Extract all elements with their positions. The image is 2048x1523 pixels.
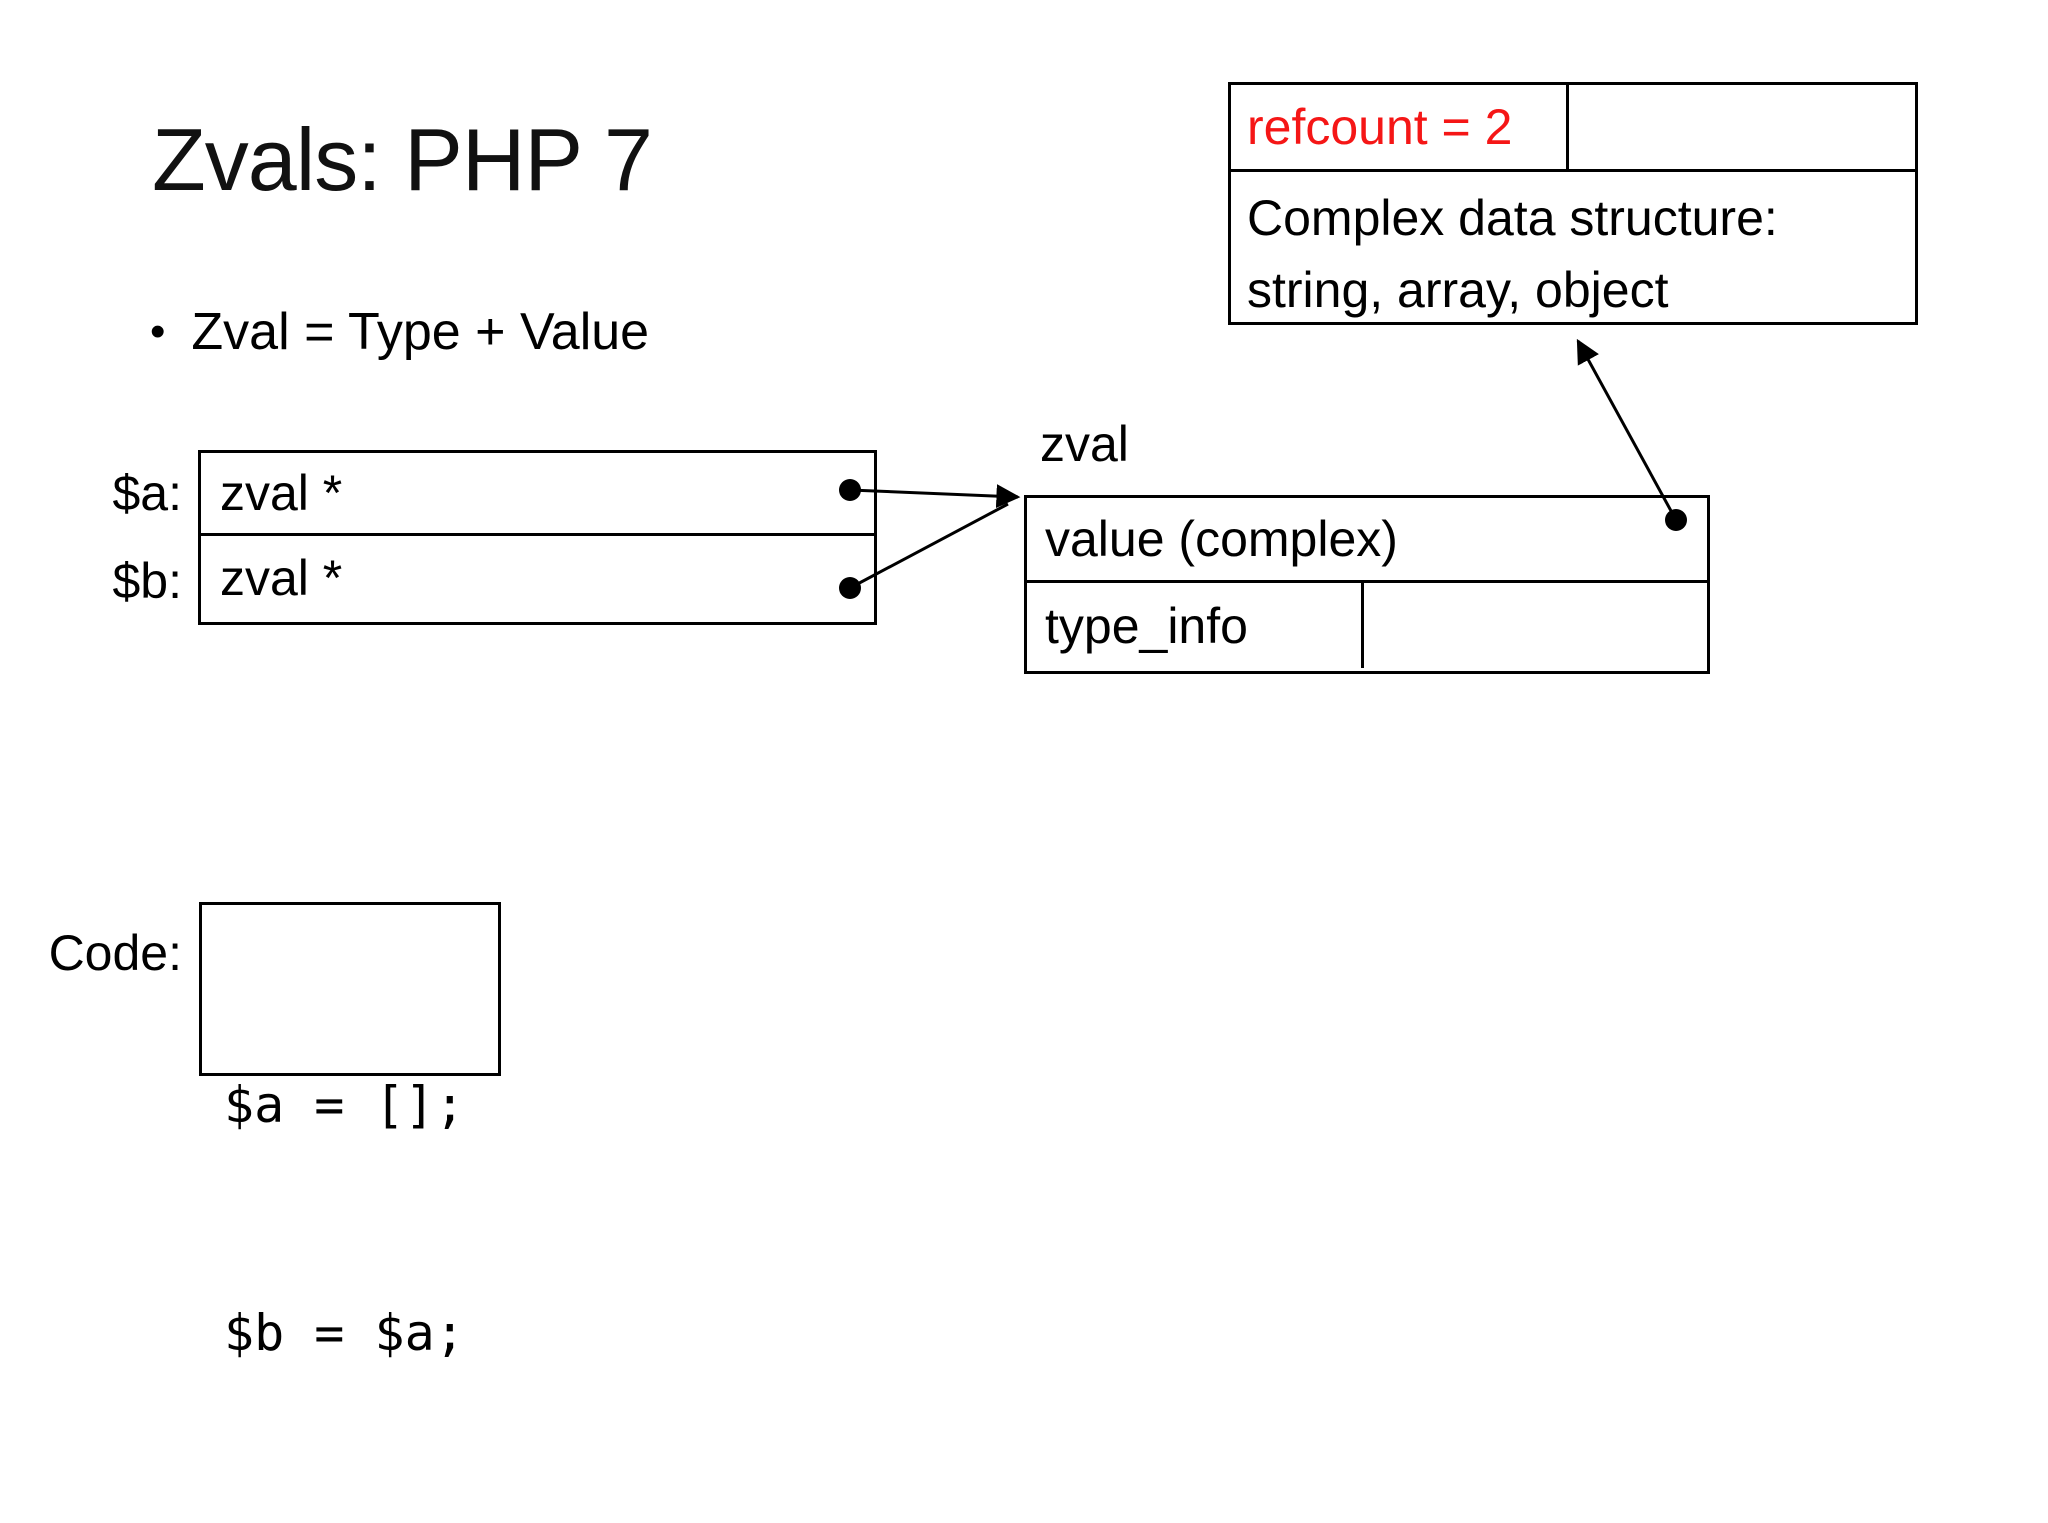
code-line-2: $b = $a; bbox=[224, 1304, 465, 1362]
arrow-value-to-refcount bbox=[1576, 338, 1678, 521]
bullet-item: • Zval = Type + Value bbox=[150, 300, 649, 364]
zval-type-info-label: type_info bbox=[1045, 597, 1248, 654]
description-line-1: Complex data structure: bbox=[1247, 190, 1778, 246]
zval-type-row: type_info bbox=[1027, 583, 1707, 668]
code-box: $a = []; $b = $a; bbox=[199, 902, 501, 1362]
table-row-b: zval * bbox=[201, 536, 874, 619]
slide-canvas: Zvals: PHP 7 • Zval = Type + Value $a: $… bbox=[48, 82, 1918, 1362]
var-label-a: $a: bbox=[112, 465, 182, 521]
description-line-2: string, array, object bbox=[1247, 262, 1669, 318]
refcount-row: refcount = 2 bbox=[1231, 85, 1915, 172]
zval-struct-box: value (complex) type_info bbox=[1024, 495, 1710, 674]
bullet-marker-icon: • bbox=[150, 307, 166, 356]
complex-structure-description: Complex data structure: string, array, o… bbox=[1231, 172, 1915, 326]
refcount-cell: refcount = 2 bbox=[1231, 85, 1569, 169]
var-value-b: zval * bbox=[220, 549, 343, 606]
code-line-1: $a = []; bbox=[224, 1076, 465, 1134]
zval-caption: zval bbox=[1040, 416, 1129, 472]
zval-value-row: value (complex) bbox=[1027, 498, 1707, 583]
refcount-value: refcount = 2 bbox=[1247, 99, 1513, 155]
variables-table: zval * zval * bbox=[198, 450, 877, 625]
code-snippet: $a = []; $b = $a; bbox=[202, 905, 498, 1523]
zval-type-info-cell: type_info bbox=[1027, 583, 1364, 668]
var-label-b: $b: bbox=[112, 553, 182, 609]
refcount-empty-cell bbox=[1569, 85, 1915, 169]
refcount-box: refcount = 2 Complex data structure: str… bbox=[1228, 82, 1918, 325]
page-title: Zvals: PHP 7 bbox=[152, 110, 653, 209]
code-label: Code: bbox=[48, 925, 182, 981]
zval-value-label: value (complex) bbox=[1045, 511, 1398, 567]
table-row-a: zval * bbox=[201, 453, 874, 536]
var-value-a: zval * bbox=[220, 465, 343, 521]
bullet-text: Zval = Type + Value bbox=[191, 303, 650, 361]
zval-type-empty-cell bbox=[1364, 583, 1707, 668]
